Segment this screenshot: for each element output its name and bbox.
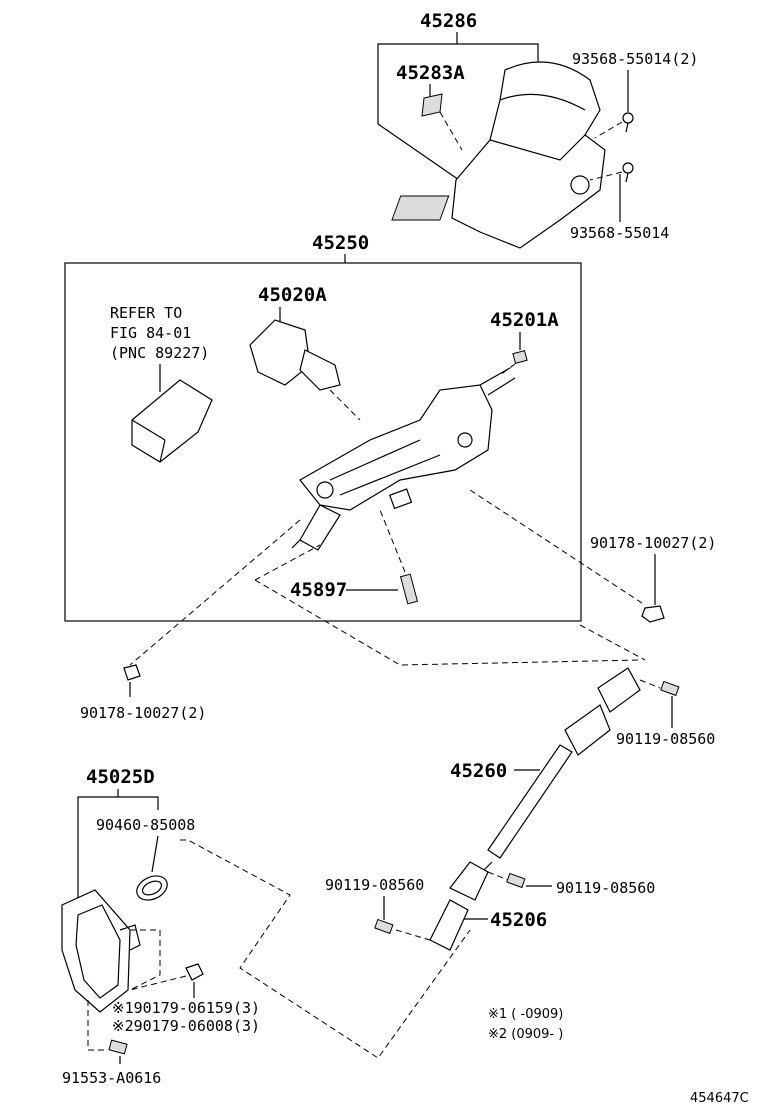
label-93568-55014[interactable]: 93568-55014 bbox=[570, 224, 669, 242]
cover-pad bbox=[421, 93, 443, 117]
note-1: ※1 ( -0909) bbox=[488, 1007, 563, 1022]
label-45283a[interactable]: 45283A bbox=[396, 62, 465, 84]
control-module bbox=[131, 379, 213, 463]
intermediate-shaft-group: 45260 90119-08560 bbox=[450, 667, 715, 871]
label-45020a[interactable]: 45020A bbox=[258, 284, 327, 306]
bolt-90119-left bbox=[374, 918, 394, 935]
hole-cover-group: 45025D 90460-85008 ※190179-06159(3) ※290… bbox=[61, 766, 260, 1087]
label-45250[interactable]: 45250 bbox=[312, 232, 369, 254]
dashed-envelope-lower bbox=[180, 839, 471, 1059]
label-45260[interactable]: 45260 bbox=[450, 760, 507, 782]
steering-column-cover bbox=[451, 61, 606, 249]
nut-90179 bbox=[185, 963, 204, 981]
column-assembly-group: 45250 REFER TO FIG 84-01 (PNC 89227) 450… bbox=[64, 232, 646, 666]
label-90119-08560-left[interactable]: 90119-08560 bbox=[325, 876, 424, 894]
upper-joint bbox=[597, 667, 641, 713]
bolt-90119-right bbox=[506, 872, 526, 889]
note-2: ※2 (0909- ) bbox=[488, 1027, 563, 1042]
refer-text-line1: REFER TO bbox=[110, 304, 182, 322]
small-sleeve bbox=[512, 350, 528, 364]
lower-yoke-upper bbox=[449, 861, 489, 901]
label-90179-06008[interactable]: ※290179-06008(3) bbox=[112, 1017, 260, 1035]
label-45897[interactable]: 45897 bbox=[290, 579, 347, 601]
cover-screw-lower bbox=[622, 162, 634, 183]
label-45286[interactable]: 45286 bbox=[420, 10, 477, 32]
label-90178-10027-right[interactable]: 90178-10027(2) bbox=[590, 534, 716, 552]
nut-right bbox=[641, 605, 665, 623]
label-45201a[interactable]: 45201A bbox=[490, 309, 559, 331]
cover-screw-upper bbox=[622, 112, 634, 133]
label-90179-06159[interactable]: ※190179-06159(3) bbox=[112, 999, 260, 1017]
leader-45286 bbox=[377, 43, 539, 124]
key-lock-cylinder bbox=[249, 319, 311, 386]
ring-90460 bbox=[136, 875, 168, 901]
label-90178-10027-left[interactable]: 90178-10027(2) bbox=[80, 704, 206, 722]
label-45206[interactable]: 45206 bbox=[490, 909, 547, 931]
column-bolt bbox=[399, 573, 419, 605]
column-lower-shaft bbox=[299, 504, 341, 551]
label-90119-08560-top[interactable]: 90119-08560 bbox=[616, 730, 715, 748]
steering-column-body bbox=[299, 384, 493, 511]
column-assembly-frame bbox=[64, 262, 582, 622]
label-91553-a0616[interactable]: 91553-A0616 bbox=[62, 1069, 161, 1087]
bolt-90119-top bbox=[660, 680, 680, 697]
clip-91553 bbox=[108, 1039, 128, 1055]
steering-hole-cover bbox=[61, 889, 131, 1013]
label-90460-85008[interactable]: 90460-85008 bbox=[96, 816, 195, 834]
nut-left bbox=[123, 664, 141, 681]
label-90119-08560-right[interactable]: 90119-08560 bbox=[556, 879, 655, 897]
label-45025d[interactable]: 45025D bbox=[86, 766, 155, 788]
label-93568-55014-2[interactable]: 93568-55014(2) bbox=[572, 50, 698, 68]
column-cover-group: 45286 45283A 93568-55014(2) 93568-55014 bbox=[377, 10, 698, 249]
lower-joint-group: 45206 90119-08560 90119-08560 bbox=[325, 861, 655, 951]
figure-id: 454647C bbox=[690, 1091, 749, 1106]
lower-yoke-lower bbox=[429, 899, 469, 951]
cover-grille bbox=[391, 195, 450, 221]
shaft-45260 bbox=[487, 744, 573, 859]
refer-text-line3: (PNC 89227) bbox=[110, 344, 209, 362]
refer-text-line2: FIG 84-01 bbox=[110, 324, 191, 342]
